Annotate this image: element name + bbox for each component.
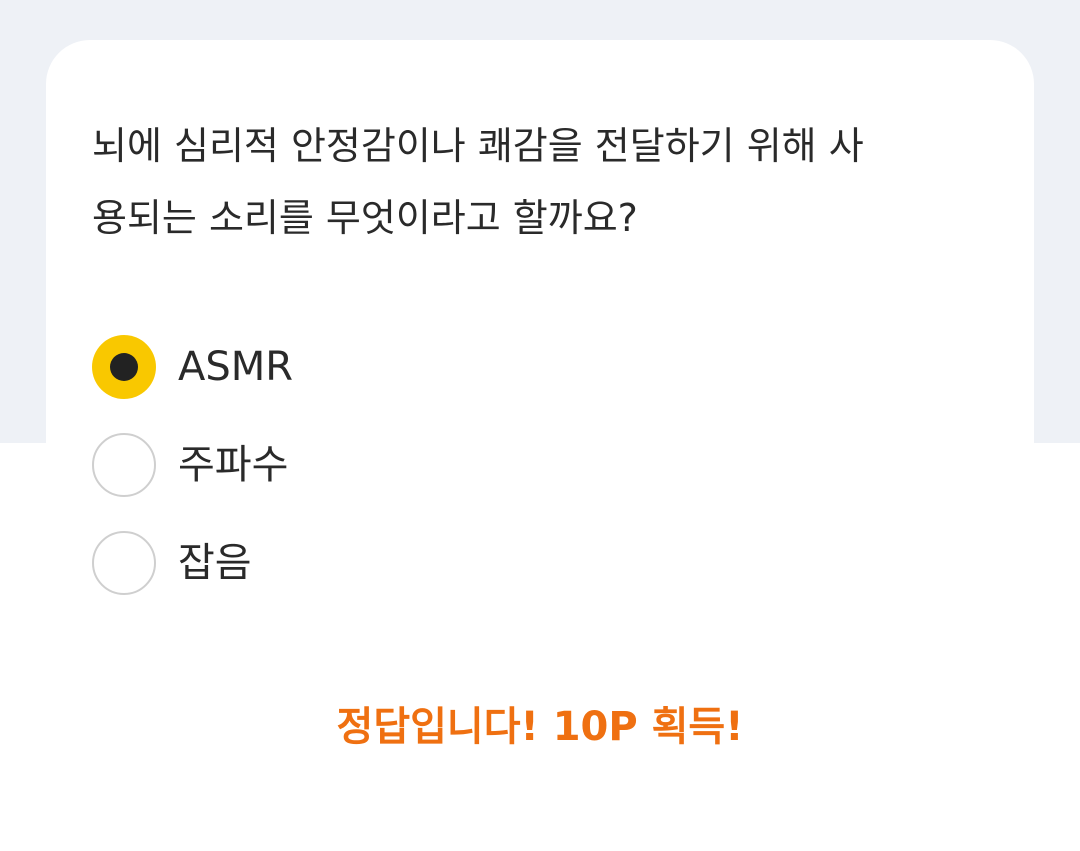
radio-unselected-icon[interactable]: [92, 531, 156, 595]
answer-option-frequency[interactable]: 주파수: [92, 430, 892, 500]
quiz-question-line-2: 용되는 소리를 무엇이라고 할까요?: [92, 196, 638, 240]
radio-dot-icon: [110, 353, 138, 381]
radio-selected-icon[interactable]: [92, 335, 156, 399]
radio-unselected-icon[interactable]: [92, 433, 156, 497]
result-message: 정답입니다! 10P 획득!: [336, 704, 744, 750]
answer-options: ASMR 주파수 잡음: [92, 332, 892, 626]
quiz-question: 뇌에 심리적 안정감이나 쾌감을 전달하기 위해 사 용되는 소리를 무엇이라고…: [92, 110, 992, 254]
answer-option-label: 잡음: [178, 540, 252, 586]
answer-option-asmr[interactable]: ASMR: [92, 332, 892, 402]
quiz-question-line-1: 뇌에 심리적 안정감이나 쾌감을 전달하기 위해 사: [92, 124, 864, 168]
answer-option-label: 주파수: [178, 442, 289, 488]
answer-option-label: ASMR: [178, 344, 294, 390]
answer-option-noise[interactable]: 잡음: [92, 528, 892, 598]
quiz-card: [46, 40, 1034, 851]
